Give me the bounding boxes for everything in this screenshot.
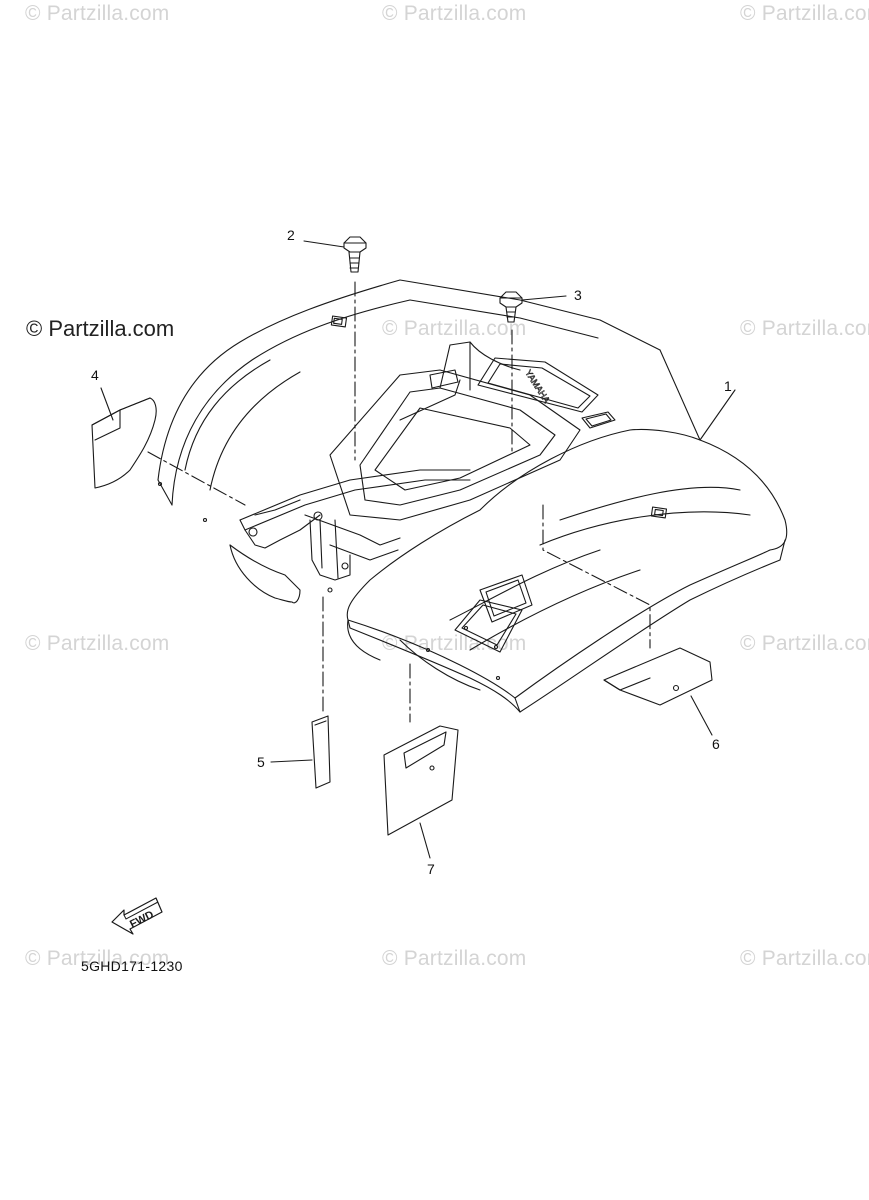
assembly-lines	[147, 281, 651, 723]
callout-5: 5	[257, 754, 265, 770]
callout-2: 2	[287, 227, 295, 243]
mudflap-part-7	[383, 725, 459, 836]
callout-7: 7	[427, 861, 435, 877]
watermark: © Partzilla.com	[382, 947, 527, 970]
watermark: © Partzilla.com	[382, 2, 527, 25]
side-guard-part-4	[91, 397, 157, 489]
watermark: © Partzilla.com	[25, 947, 170, 970]
callout-1: 1	[724, 378, 732, 394]
watermark: © Partzilla.com	[740, 317, 869, 340]
watermark: © Partzilla.com	[740, 632, 869, 655]
watermark: © Partzilla.com	[740, 947, 869, 970]
plate-part-5	[311, 715, 331, 789]
leader-lines	[100, 240, 736, 859]
rear-fender-part	[157, 279, 788, 713]
callout-4: 4	[91, 367, 99, 383]
bolt-part-3	[499, 291, 523, 323]
callout-3: 3	[574, 287, 582, 303]
flap-part-6	[603, 647, 713, 706]
fwd-arrow-icon: FWD	[111, 897, 163, 935]
callout-6: 6	[712, 736, 720, 752]
bolt-part-2	[343, 236, 367, 273]
diagram-code: 5GHD171-1230	[81, 958, 183, 974]
watermark: © Partzilla.com	[740, 2, 869, 25]
fender-logo-text: YAMAHA	[523, 368, 552, 405]
watermark: © Partzilla.com	[25, 632, 170, 655]
watermark-main: © Partzilla.com	[26, 316, 175, 341]
watermark: © Partzilla.com	[382, 317, 527, 340]
watermark: © Partzilla.com	[25, 2, 170, 25]
